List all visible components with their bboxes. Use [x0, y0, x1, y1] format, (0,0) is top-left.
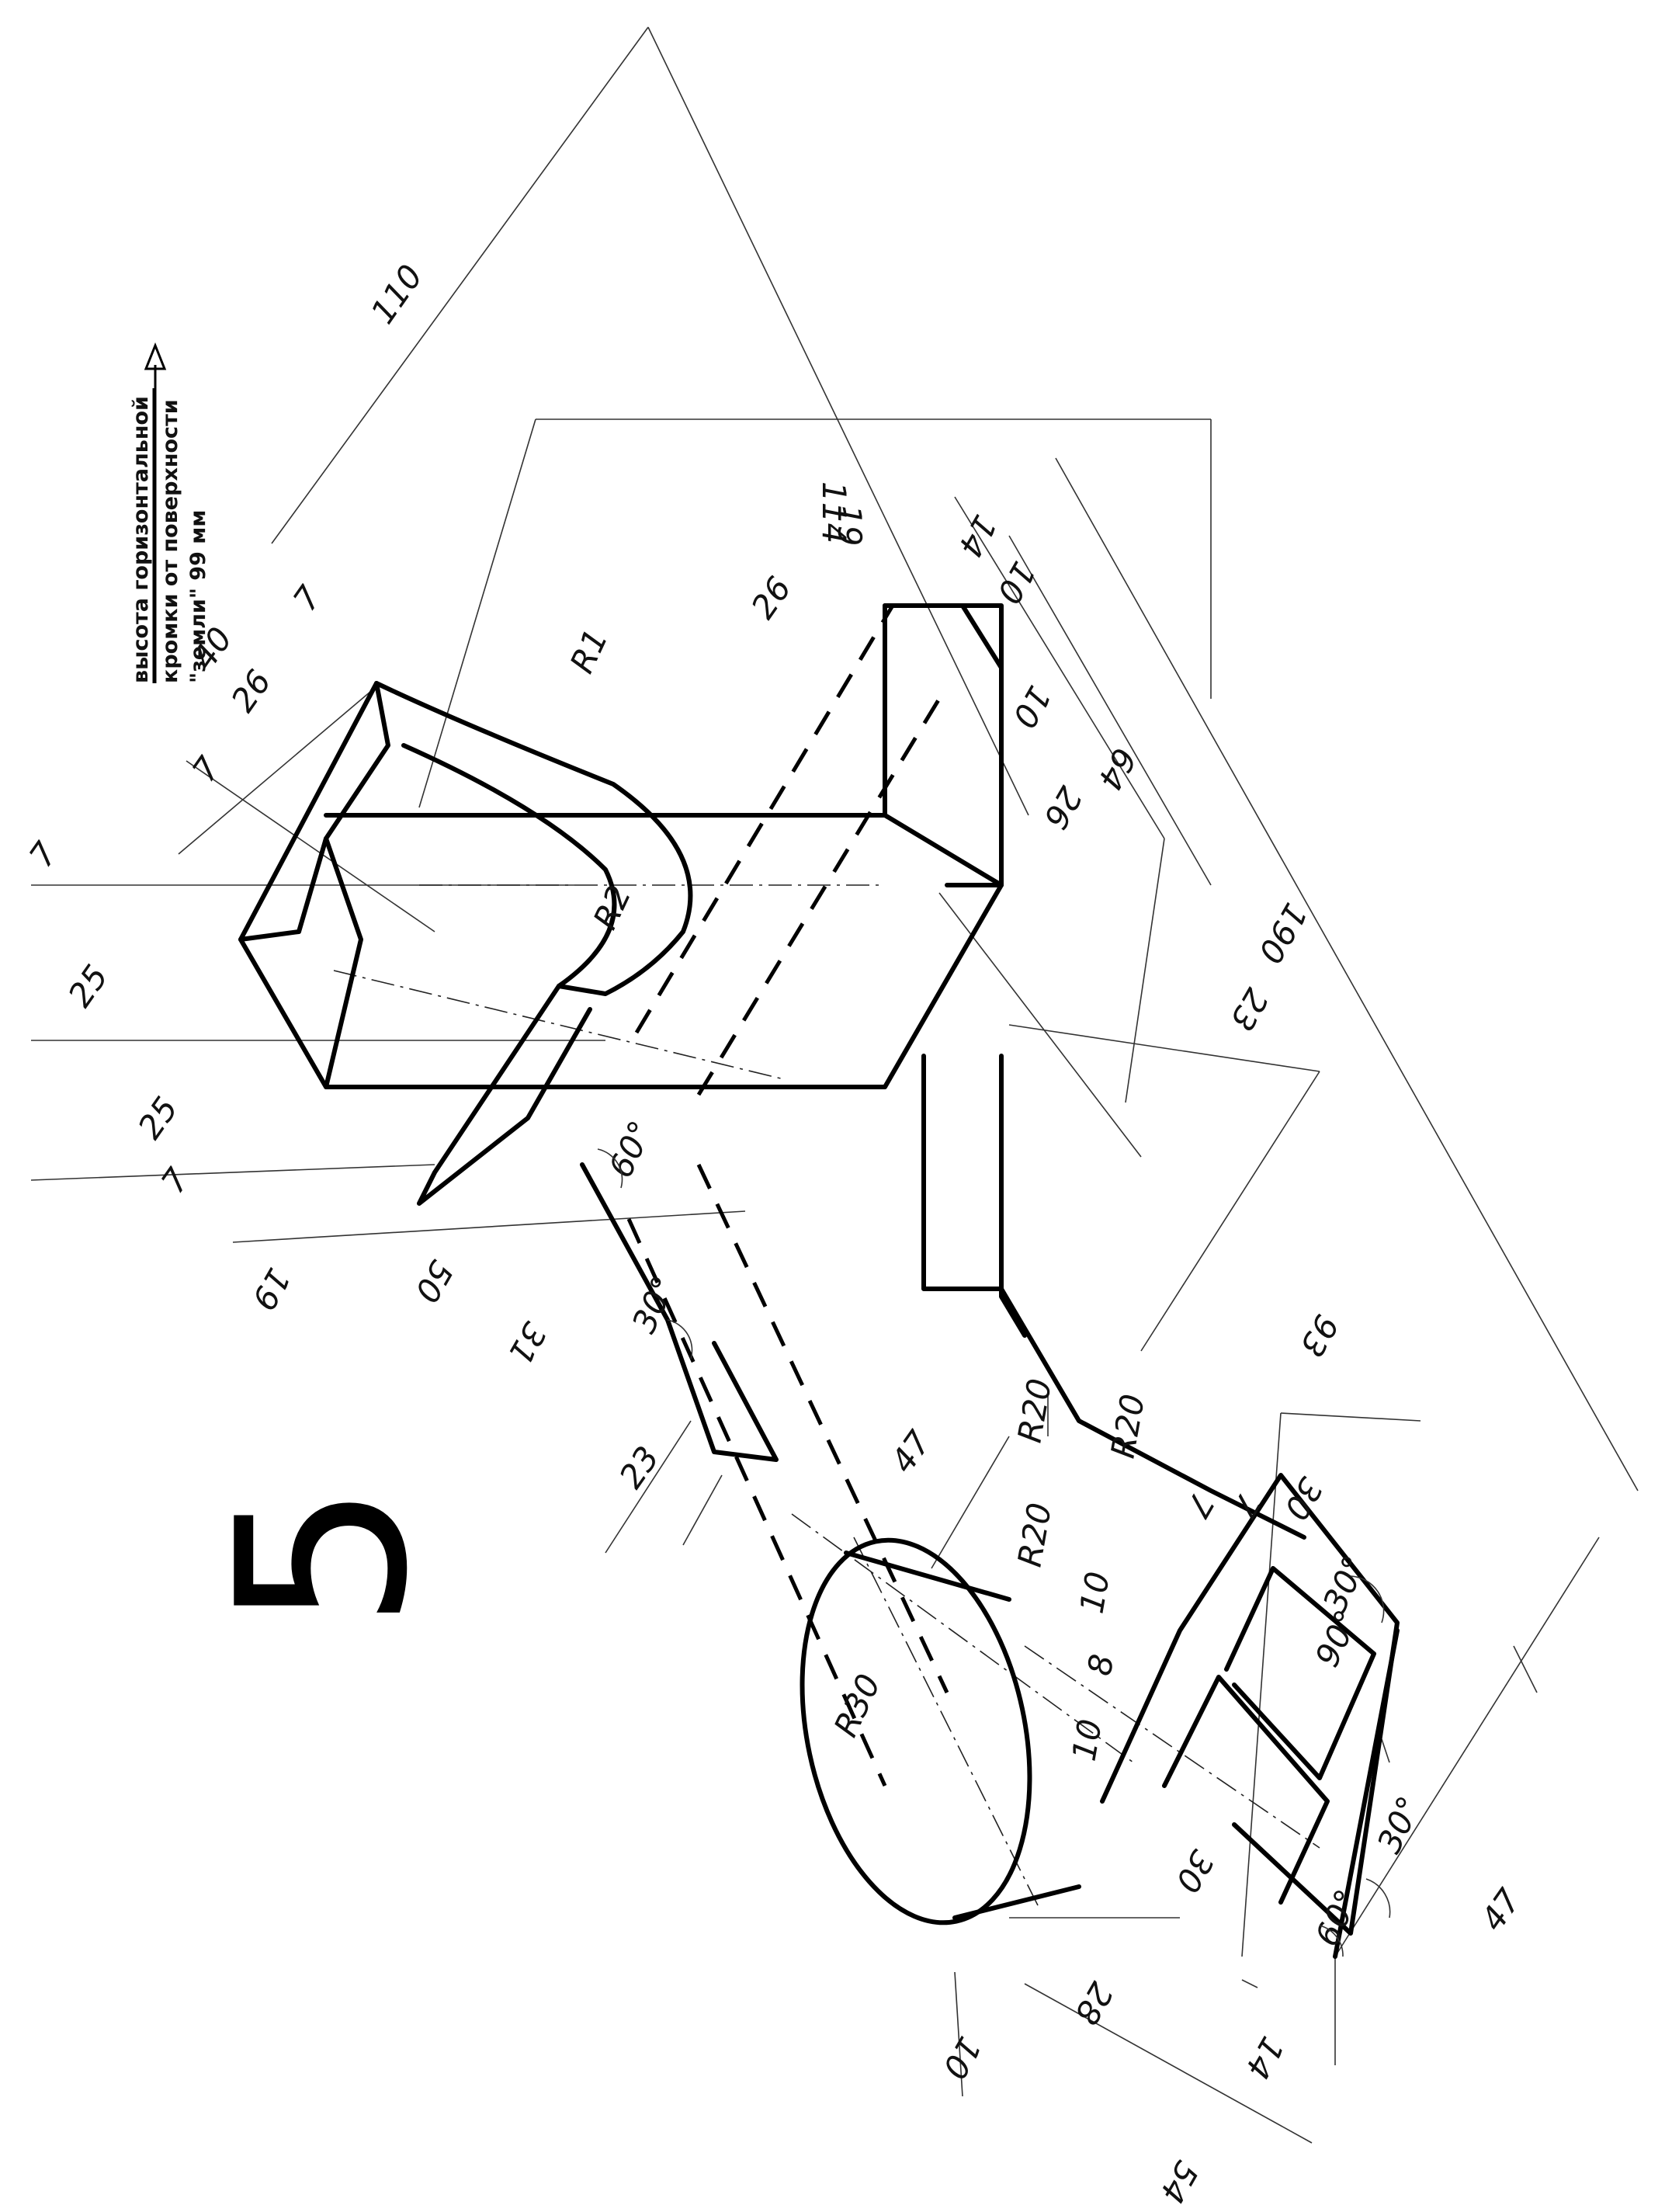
radius-r20-a: R20: [1011, 1376, 1060, 1446]
dim-54: 54: [1153, 2155, 1206, 2208]
dim-14-a: 14: [951, 509, 1004, 564]
upper-block-front: [238, 836, 363, 1089]
dim-50: 50: [408, 1254, 461, 1309]
dim-19-a: 19: [831, 505, 869, 546]
sheet-number: 5: [188, 1482, 459, 1630]
dim-7-d: 7: [154, 1162, 197, 1200]
dim-10-e: 10: [935, 2030, 989, 2085]
lower-block-edge: [1333, 1628, 1400, 1959]
dimension-labels: 110 114 40 7 26 7 19 26 7 25 25 7 19 50 …: [22, 258, 1528, 2210]
lower-block-step: [1162, 1675, 1330, 1905]
angle-arcs: [597, 1148, 1391, 1957]
angle-90: 90°: [1308, 1604, 1367, 1672]
dim-47-a: 47: [883, 1424, 938, 1480]
radius-r1: R1: [563, 623, 616, 679]
dim-7-b: 7: [185, 750, 228, 789]
angle-30-c: 30°: [1370, 1790, 1429, 1859]
dim-26-b: 26: [744, 570, 799, 626]
upper-arc: [374, 681, 693, 996]
construction-lines: [30, 26, 1639, 2144]
dim-10-b: 10: [1005, 679, 1059, 734]
note-line-2: кромки от поверхности: [158, 399, 182, 683]
note-line-1: высота горизонтальной: [129, 396, 153, 683]
angle-60-a: 60°: [602, 1115, 661, 1183]
lower-block: [1100, 1473, 1400, 1936]
lower-block-inner: [1224, 1566, 1376, 1780]
dim-26-c: 26: [1036, 780, 1090, 835]
hidden-lines: [626, 604, 949, 1787]
dim-7-f: 7: [1225, 1487, 1268, 1524]
dim-14-b: 14: [1238, 2030, 1292, 2085]
wedge-arm: [417, 984, 592, 1206]
dim-25-a: 25: [61, 958, 116, 1014]
radius-r30: R30: [827, 1669, 888, 1743]
bottom-beam: [921, 1054, 1306, 1540]
dim-26-a: 26: [224, 663, 279, 719]
note-arrow: [144, 342, 167, 683]
dim-10-a: 10: [990, 555, 1043, 610]
dim-28: 28: [1067, 1976, 1121, 2031]
dim-7-c: 7: [22, 835, 65, 874]
dim-8: 8: [1081, 1651, 1122, 1679]
note-line-3: "земли" 99 мм: [186, 510, 210, 683]
cylinder-edge-bottom: [952, 1884, 1081, 1920]
dim-10-d: 10: [1065, 1717, 1110, 1764]
dim-114: 114: [815, 481, 853, 543]
cylinder-face: [800, 1537, 1032, 1926]
angle-30-b: 30°: [1316, 1550, 1375, 1618]
dim-19-b: 19: [245, 1262, 298, 1317]
dim-190: 190: [1251, 897, 1315, 970]
beam-lower-edge: [999, 1054, 1027, 1338]
center-lines: [333, 884, 1320, 1911]
dim-64: 64: [1091, 741, 1144, 797]
center-post: [883, 603, 1004, 887]
dim-23-b: 23: [1223, 982, 1276, 1037]
dim-10-c: 10: [1073, 1569, 1118, 1616]
upper-block-top: [238, 681, 390, 942]
dim-93: 93: [1292, 1308, 1346, 1363]
post-cap: [883, 603, 1004, 841]
radius-r2: R2: [586, 880, 639, 935]
dim-7-a: 7: [286, 579, 329, 618]
step-beam: [580, 1162, 779, 1462]
part-outline: [238, 603, 1400, 1959]
dim-47-b: 47: [1473, 1882, 1528, 1938]
height-note: высота горизонтальной кромки от поверхно…: [129, 388, 210, 683]
dim-23-a: 23: [612, 1439, 667, 1495]
dim-31: 31: [501, 1316, 554, 1371]
dim-30-b: 30: [1168, 1844, 1222, 1899]
dim-110: 110: [363, 258, 430, 331]
cylinder-edge-top: [844, 1550, 1011, 1602]
upper-block-side: [324, 883, 1004, 1089]
dim-25-b: 25: [130, 1090, 186, 1146]
radius-r20-c: R20: [1011, 1500, 1060, 1570]
angle-30-a: 30°: [625, 1270, 684, 1339]
radius-r20-b: R20: [1104, 1391, 1153, 1461]
